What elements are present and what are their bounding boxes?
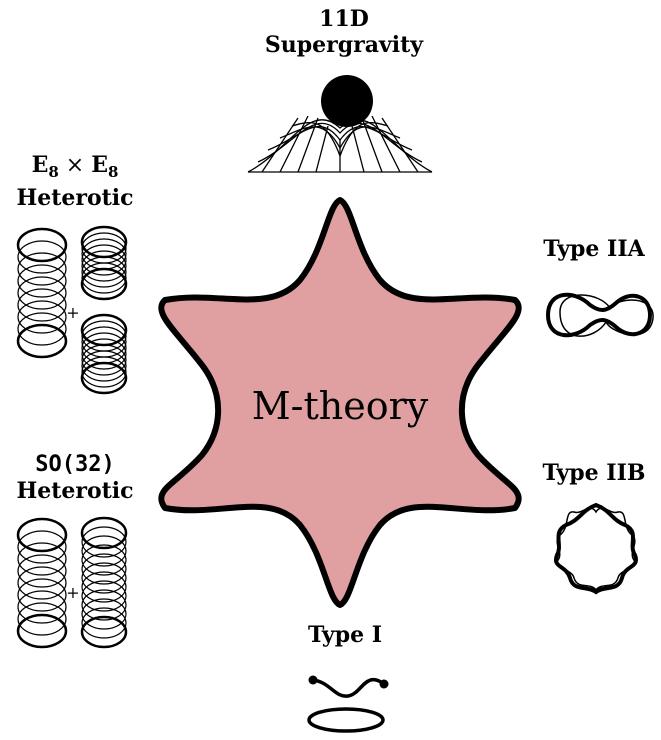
type-i-label: Type I [307, 622, 383, 648]
supergravity-label: 11D Supergravity [244, 6, 444, 58]
so32-heterotic-line2: Heterotic [16, 478, 134, 504]
type-iia-label: Type IIA [543, 236, 645, 262]
times-symbol: × [65, 153, 85, 178]
open-string-endpoint [308, 675, 318, 685]
plus-sign: + [66, 303, 80, 322]
m-theory-label: M-theory [251, 384, 429, 428]
type-i-strings [307, 677, 386, 733]
type-iib-label: Type IIB [542, 460, 646, 486]
type-iia-strings [545, 292, 654, 338]
so32-heterotic-coils [16, 516, 128, 649]
black-hole-ball [321, 75, 373, 127]
supergravity-line1: 11D [319, 6, 369, 32]
e8-subscript: 8 [48, 163, 59, 181]
m-theory-star [158, 197, 522, 608]
e8-heterotic-coils [16, 225, 128, 395]
e8-heterotic-label: E8 × E8 Heterotic [0, 152, 150, 211]
e8-subscript: 8 [108, 163, 119, 181]
so32-heterotic-line1: SO(32) [35, 452, 115, 477]
e8-heterotic-line2: Heterotic [16, 185, 134, 211]
type-iib-strings [553, 502, 638, 595]
supergravity-line2: Supergravity [264, 32, 424, 58]
plus-sign: + [66, 583, 80, 602]
e8-letter: E [31, 152, 49, 178]
so32-heterotic-label: SO(32) Heterotic [0, 452, 150, 504]
supergravity-illustration [247, 115, 433, 173]
e8-letter: E [91, 152, 108, 178]
open-string-endpoint [379, 679, 389, 689]
e8-heterotic-line1: E8 × E8 [0, 152, 150, 185]
